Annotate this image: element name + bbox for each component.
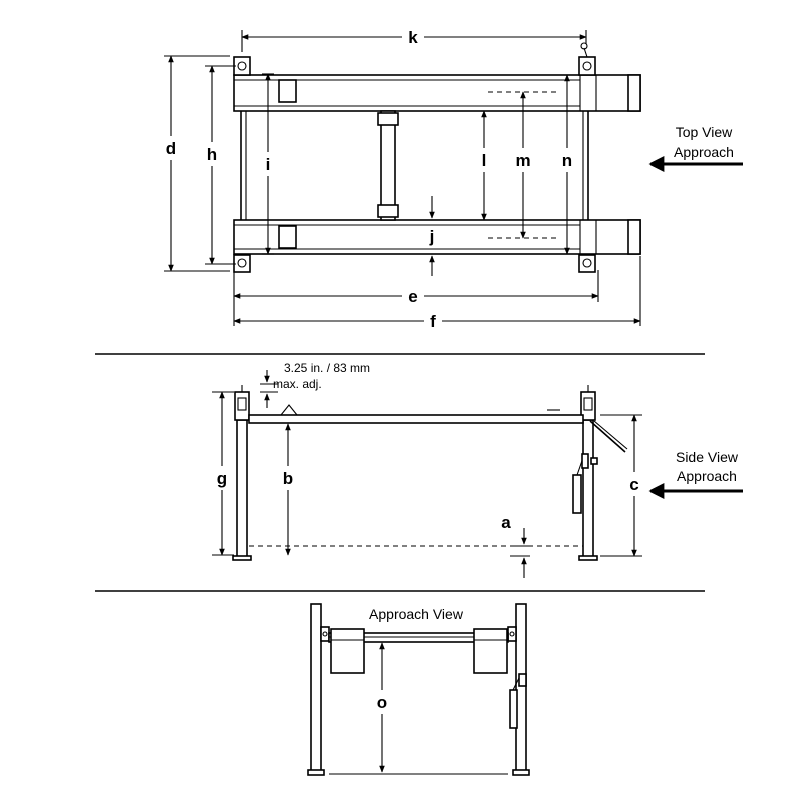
top-runway-lower <box>233 219 641 255</box>
top-post-bottom-left <box>233 254 251 273</box>
side-ramp <box>589 420 628 453</box>
dimension-i <box>261 73 275 255</box>
side-runway <box>248 404 584 424</box>
top-view: k d h i l m n j e f Top View Approach <box>160 26 743 332</box>
dimension-g <box>211 391 233 556</box>
approach-view: o Approach View <box>307 603 530 776</box>
label-g: g <box>217 469 227 488</box>
approach-post-left <box>307 603 330 776</box>
top-post-bottom-right <box>578 254 596 273</box>
label-h: h <box>207 145 217 164</box>
label-f: f <box>430 312 436 331</box>
label-d: d <box>166 139 176 158</box>
side-view: g b c a 3.25 in. / 83 mm max. adj. Side … <box>211 361 743 578</box>
dimension-c <box>624 414 644 557</box>
top-runway-upper <box>233 74 641 112</box>
top-post-top-left <box>233 56 251 76</box>
dimension-d <box>160 55 182 272</box>
label-n: n <box>562 151 572 170</box>
label-k: k <box>408 28 418 47</box>
max-adjust-note-line2: max. adj. <box>273 377 322 391</box>
dimension-k <box>241 26 587 48</box>
label-l: l <box>482 151 487 170</box>
dimension-m <box>511 91 535 239</box>
approach-runway-left <box>330 628 365 674</box>
max-adjust-note-line1: 3.25 in. / 83 mm <box>284 361 370 375</box>
approach-view-caption: Approach View <box>369 606 464 622</box>
label-e: e <box>408 287 417 306</box>
side-view-caption-line1: Side View <box>676 449 739 465</box>
label-c: c <box>629 475 638 494</box>
label-a: a <box>501 513 511 532</box>
dimension-f <box>233 310 641 332</box>
dimension-o <box>371 642 393 773</box>
label-b: b <box>283 469 293 488</box>
approach-power-unit <box>509 673 527 729</box>
dimension-l <box>477 110 491 221</box>
dimension-b <box>277 423 299 556</box>
label-m: m <box>515 151 530 170</box>
top-center-cylinder <box>377 110 399 221</box>
dimension-h <box>201 65 223 265</box>
side-power-unit <box>572 453 598 514</box>
top-view-caption-line2: Approach <box>674 144 734 160</box>
dimension-n <box>557 74 577 255</box>
side-post-right <box>578 385 598 561</box>
side-view-caption-line2: Approach <box>677 468 737 484</box>
side-post-left <box>232 385 252 561</box>
label-i: i <box>266 155 271 174</box>
approach-runway-right <box>473 628 508 674</box>
label-o: o <box>377 693 387 712</box>
dimension-e <box>233 285 599 307</box>
top-view-caption-line1: Top View <box>676 124 733 140</box>
label-j: j <box>429 227 435 246</box>
top-post-top-right <box>578 42 596 76</box>
